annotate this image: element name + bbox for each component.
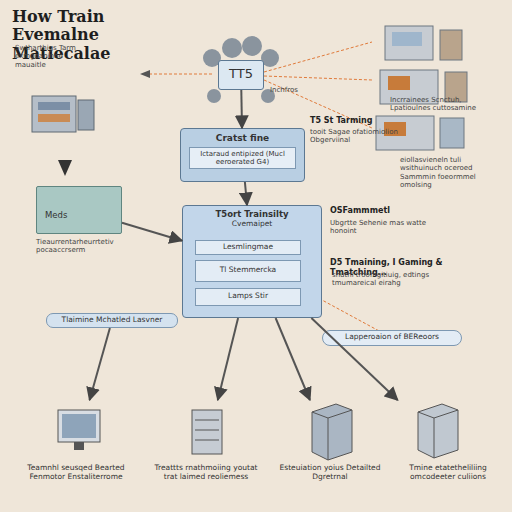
flow-arrow <box>218 318 238 400</box>
icon-node: Esteuiation yoius Detailted Dgretrnal <box>274 400 386 496</box>
process-box: Lesmlingmae <box>195 240 301 255</box>
node-heading: Tl Stemmercka <box>196 266 300 275</box>
arrow-head <box>58 160 72 176</box>
note-label: snuthl troomgitiuig, edtings tmumareical… <box>332 271 462 288</box>
note-label: Incrrainees Scnctuh, Lpatioulnes cuttosa… <box>390 96 490 113</box>
note-label: Tieaurrentarheurrtetiv pocaaccrserm <box>36 238 126 255</box>
process-box: TT5 <box>218 60 264 90</box>
process-box: Tlaimine Mchatled Lasvner <box>46 313 178 328</box>
server-icon <box>312 404 352 460</box>
note-label: eiollasvieneln tuli wsithuinuch oceroed … <box>400 156 500 190</box>
node-heading: Meds <box>45 211 121 221</box>
arrow-head <box>140 70 150 78</box>
node-heading: Cratst fine <box>185 133 300 143</box>
flow-arrow <box>276 318 310 400</box>
icon-node: Teamnhl seusqed Bearted Fenmotor Enstali… <box>20 400 132 496</box>
note-label: OSFammmetl <box>330 206 410 216</box>
node-heading: Teamnhl seusqed Bearted Fenmotor Enstali… <box>22 464 130 481</box>
leader-line <box>150 42 392 338</box>
flow-arrow <box>90 328 110 400</box>
flow-arrow <box>122 223 182 241</box>
process-box: Lamps Stir <box>195 288 301 306</box>
process-box: Tl Stemmercka <box>195 260 301 282</box>
server-icon <box>32 96 94 132</box>
node-heading: Lamps Stir <box>196 292 300 301</box>
note-label: tooit Sagae ofatiomiolion Obgerviinal <box>310 128 420 145</box>
node-heading: Lesmlingmae <box>196 243 300 252</box>
node-heading: Lapperoaion of BEReoors <box>323 333 461 342</box>
computer-icon <box>58 410 100 450</box>
cloud-icon <box>203 36 279 103</box>
group-box: T5ort TrainsiltyCvemaipetLesmlingmae Tl S… <box>182 205 322 318</box>
node-heading: Treattts rnathmoiing youtat trat laimed … <box>152 464 260 481</box>
process-box: Cratst fineIctaraud entipized (Mucl eero… <box>180 128 305 182</box>
node-body: Ictaraud entipized (Mucl eeroerated G4) <box>189 147 296 169</box>
node-heading: Esteuiation yoius Detailted Dgretrnal <box>276 464 384 481</box>
node-body: Cvemaipet <box>187 220 317 229</box>
server-icon <box>192 410 222 454</box>
node-heading: Tmine etatetheliliing omcodeeter culiion… <box>394 464 502 481</box>
process-box: Lapperoaion of BEReoors <box>322 330 462 346</box>
process-box: Meds <box>36 186 122 234</box>
flow-arrow <box>245 182 247 205</box>
note-label: Ubgrtte Sehenie mas watte honoint <box>330 219 440 236</box>
server-icon <box>418 404 458 458</box>
node-heading: TT5 <box>219 67 263 82</box>
note-label: Swtharthigs Tarm exmgoaninne mauaitle <box>15 44 85 69</box>
node-heading: Tlaimine Mchatled Lasvner <box>47 316 177 325</box>
flow-arrow <box>240 90 243 128</box>
node-heading: T5ort Trainsilty <box>187 210 317 220</box>
note-label: Inchfros <box>270 86 330 94</box>
icon-node: Treattts rnathmoiing youtat trat laimed … <box>150 400 262 496</box>
icon-node: Tmine etatetheliliing omcodeeter culiion… <box>392 400 504 496</box>
note-label: T5 St Tarming <box>310 116 430 126</box>
